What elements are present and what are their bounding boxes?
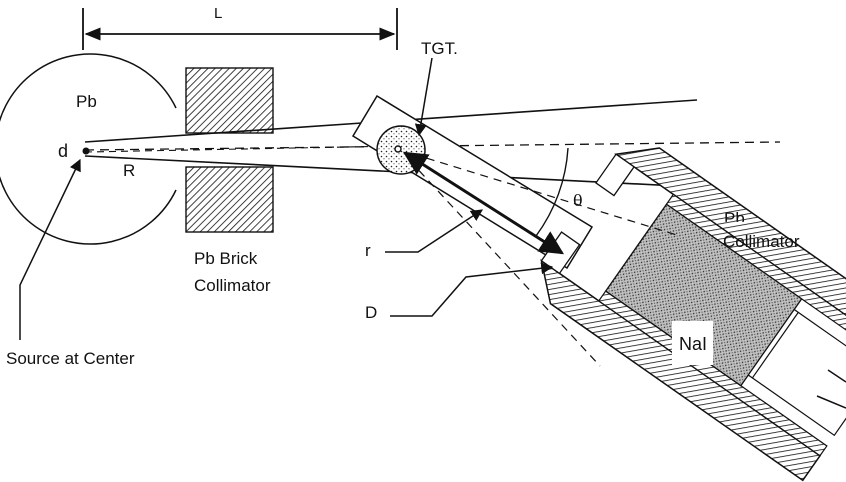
detector-collimator-label-2: Collimator	[723, 232, 800, 251]
pb-brick-collimator	[185, 67, 274, 233]
length-dimension	[82, 8, 398, 50]
brick-collimator-label-1: Pb Brick	[194, 249, 258, 268]
theta-label: θ	[573, 191, 583, 210]
source-point	[82, 147, 90, 155]
pb-shield-circle	[0, 53, 177, 245]
r-arrow	[402, 151, 565, 255]
target-center	[394, 145, 402, 153]
detector-assembly	[540, 147, 846, 482]
brick-collimator-label-2: Collimator	[194, 276, 271, 295]
pb-shield-label: Pb	[76, 92, 97, 111]
source-label: Source at Center	[6, 349, 135, 368]
length-label: L	[214, 5, 223, 22]
leader-lines	[19, 57, 554, 340]
detector-cable	[816, 369, 846, 409]
nai-detector-label: NaI	[672, 321, 714, 365]
detector-collimator-label-1: Pb	[724, 209, 745, 228]
shield-radius-label: R	[123, 161, 136, 180]
target-distance-label: r	[365, 241, 371, 260]
detector-diameter-label: D	[365, 303, 378, 322]
source-diameter-label: d	[58, 141, 69, 161]
target-label: TGT.	[421, 39, 458, 58]
